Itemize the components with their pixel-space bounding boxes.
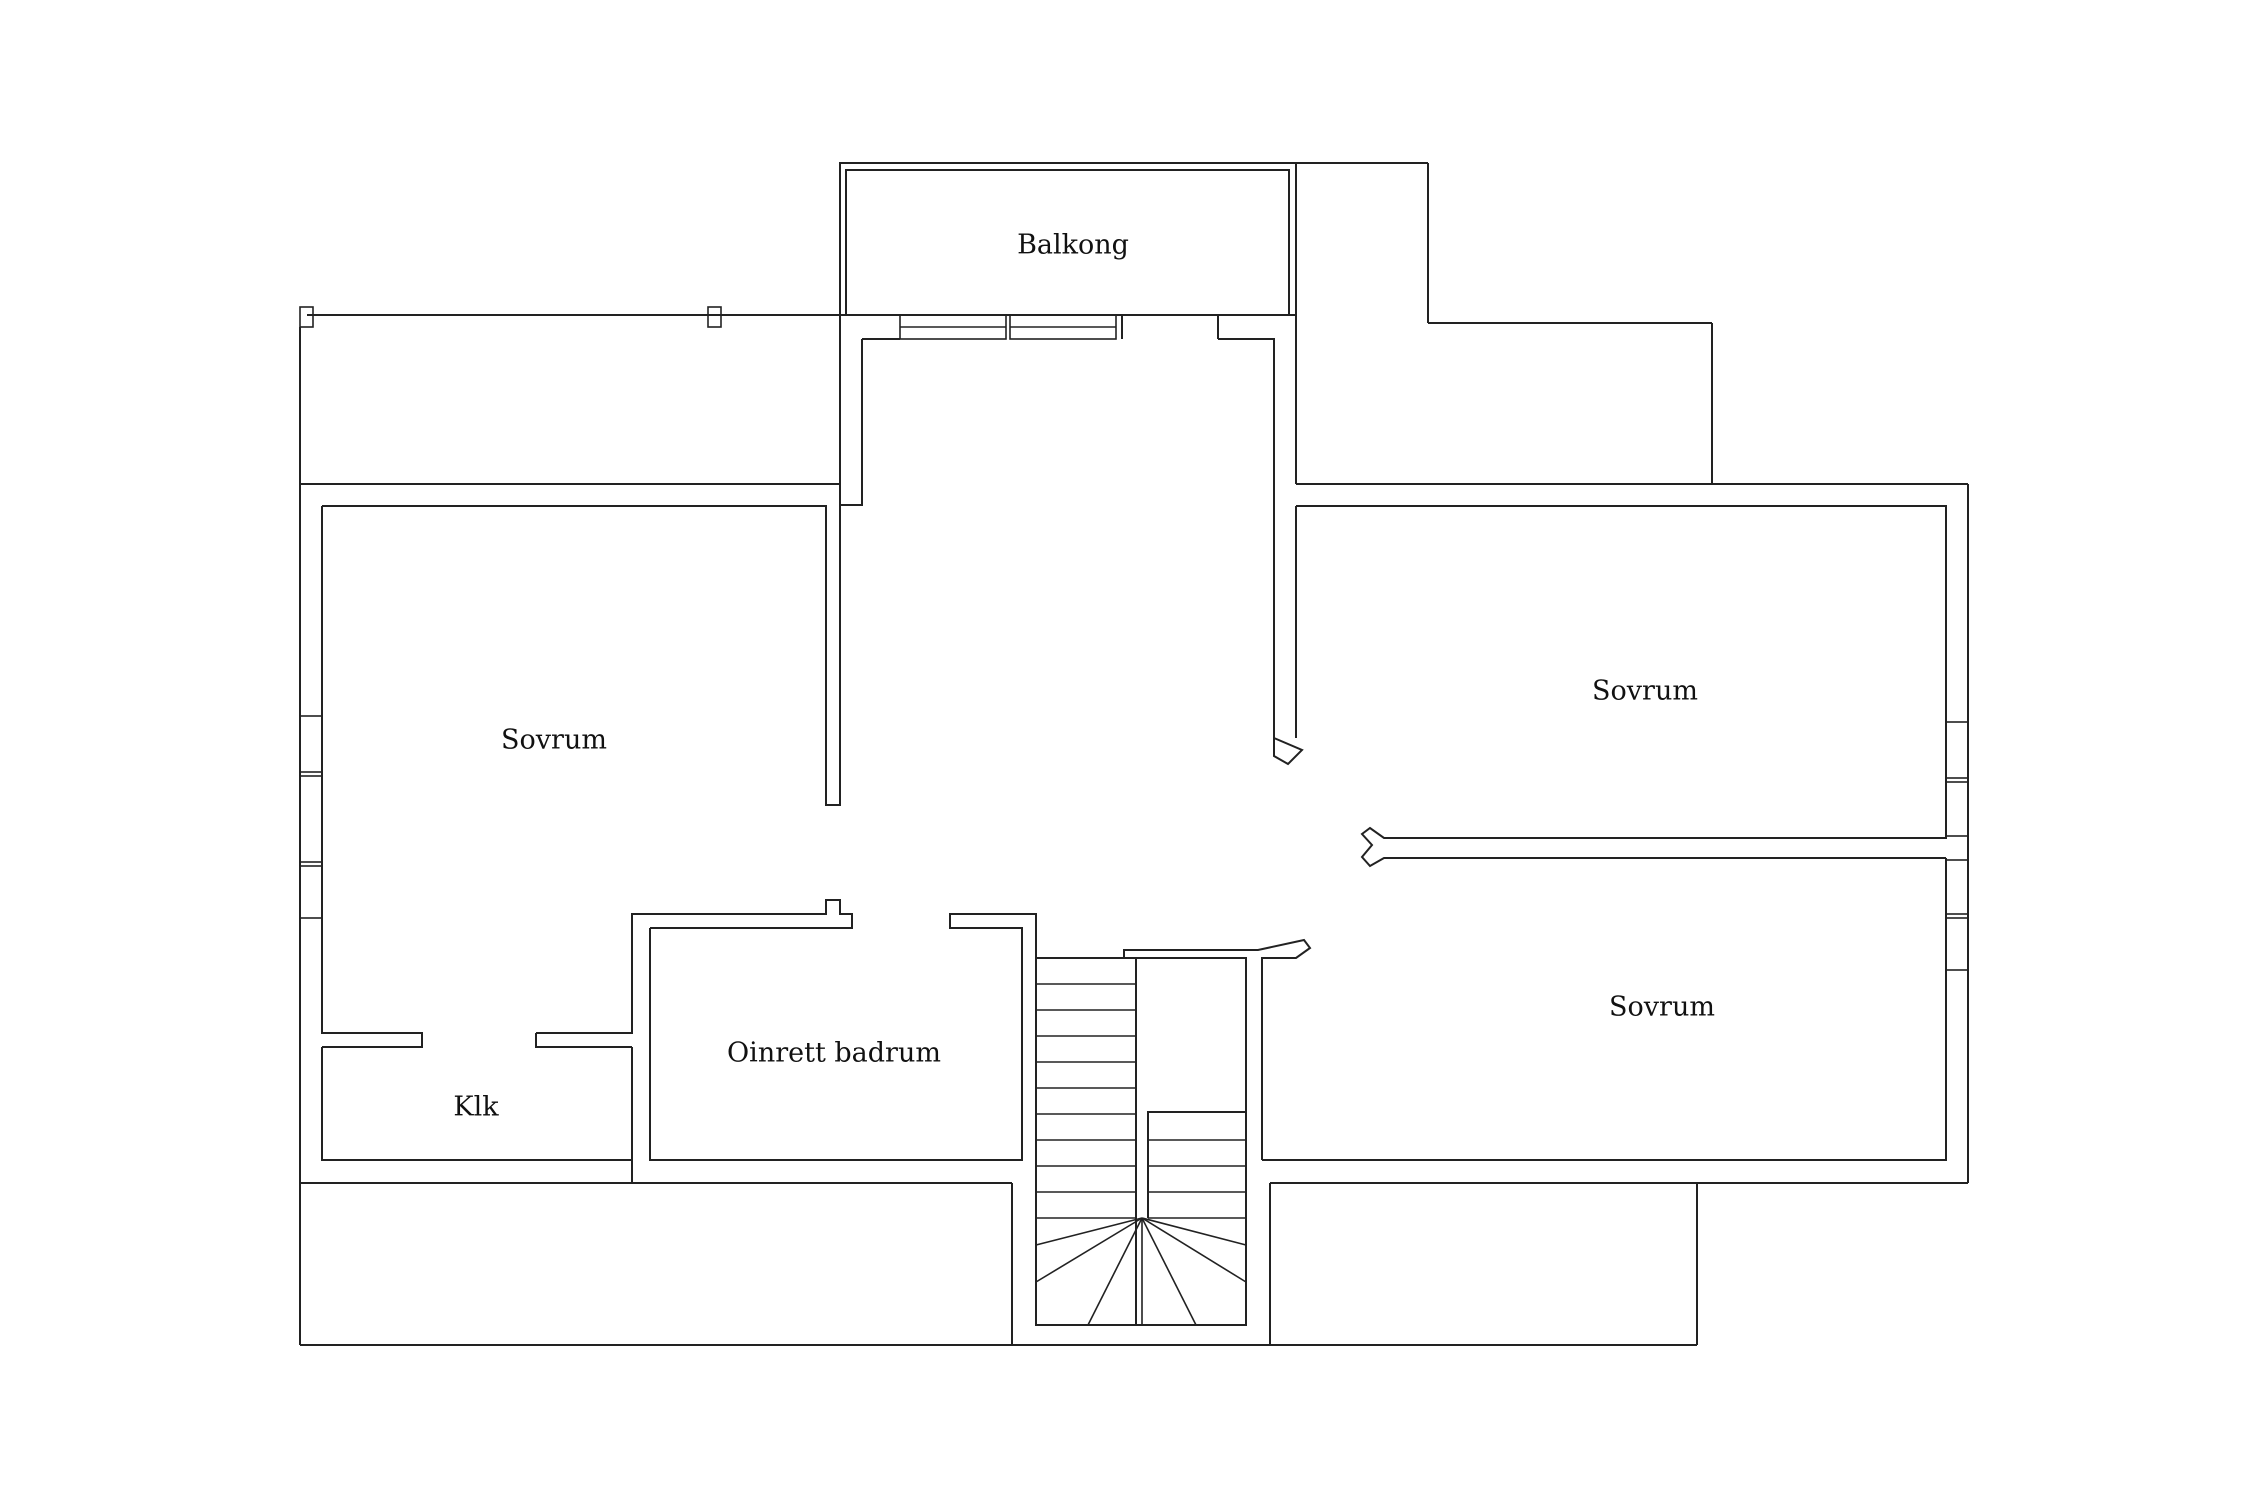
label-badrum: Oinrett badrum	[727, 1038, 941, 1069]
roof-outline-bottom	[299, 1183, 1698, 1346]
label-balkong: Balkong	[1017, 230, 1129, 261]
room-sovrum-right-bottom	[1262, 858, 1947, 1161]
corridor-walls	[839, 315, 1304, 766]
room-labels: Balkong Sovrum Sovrum Sovrum Klk Oinrett…	[453, 230, 1715, 1123]
label-klk: Klk	[453, 1092, 499, 1123]
room-klk	[321, 1047, 633, 1161]
label-sovrum-left: Sovrum	[501, 725, 607, 756]
roof-outline-left	[299, 306, 841, 485]
balcony-doors	[899, 314, 1123, 340]
windows-left	[299, 715, 323, 919]
balcony	[839, 162, 1713, 484]
staircase	[1035, 938, 1312, 1326]
room-sovrum-left	[321, 505, 853, 1048]
outer-walls	[299, 315, 1969, 1184]
windows-right	[1945, 721, 1969, 971]
label-sovrum-right-bottom: Sovrum	[1609, 992, 1715, 1023]
room-badrum	[631, 913, 1044, 1183]
label-sovrum-right-top: Sovrum	[1592, 676, 1698, 707]
